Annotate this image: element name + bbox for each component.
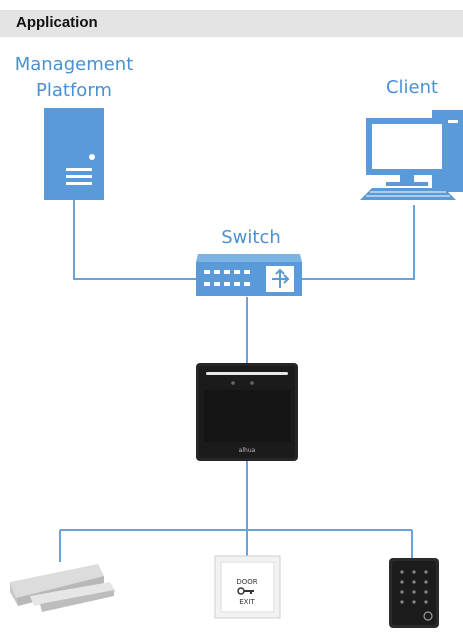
key-icon bbox=[237, 587, 254, 595]
management-platform-label-line1: Management bbox=[15, 54, 134, 75]
switch-icon bbox=[196, 254, 302, 296]
exit-button-icon: DOOR EXIT bbox=[214, 555, 281, 619]
line-platform-switch bbox=[73, 200, 196, 280]
server-icon bbox=[44, 108, 104, 200]
management-platform-label-line2: Platform bbox=[36, 80, 112, 101]
access-terminal-device: alhua bbox=[196, 363, 298, 461]
exit-button-line1: DOOR bbox=[236, 578, 257, 586]
computer-icon bbox=[360, 110, 463, 200]
exit-button-line2: EXIT bbox=[239, 598, 255, 606]
card-reader-icon bbox=[389, 558, 439, 628]
section-title: Application bbox=[16, 14, 98, 31]
line-client-switch bbox=[300, 205, 415, 280]
device-logo: alhua bbox=[239, 447, 256, 454]
client-label: Client bbox=[386, 77, 438, 98]
section-header: Application bbox=[0, 10, 463, 37]
magnetic-lock-icon bbox=[10, 564, 116, 612]
switch-label: Switch bbox=[221, 227, 281, 248]
connection-lines bbox=[59, 200, 415, 562]
